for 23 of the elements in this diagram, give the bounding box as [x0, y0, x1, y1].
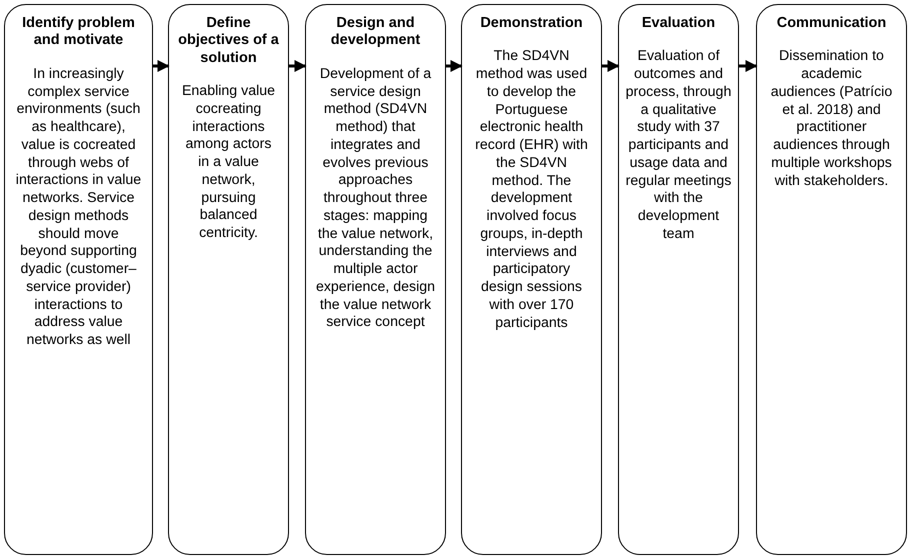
- step-description: Enabling value cocreating interactions among actors in a value network, pursuing balanced centricity.: [181, 83, 276, 243]
- step-heading: Communication: [776, 15, 888, 32]
- step-heading: Evaluation: [640, 15, 716, 32]
- step-description: Development of a service design method (SD4VN method) that integrates and evolves previous approaches throughout three stages: mapping the value network, understanding the multiple actor experience, design the value network service concept: [314, 66, 436, 332]
- process-box: [461, 4, 602, 555]
- process-box: [168, 4, 289, 555]
- process-box: [4, 4, 153, 555]
- arrow: [602, 60, 620, 72]
- step-description: Dissemination to academic audiences (Patrício et al. 2018) and practitioner audiences through multiple workshops with stakeholders.: [770, 48, 892, 190]
- arrow: [739, 60, 758, 72]
- arrow: [289, 60, 306, 72]
- step-heading: Demonstration: [479, 15, 584, 32]
- arrow: [446, 60, 462, 72]
- step-description: In increasingly complex service environments (such as healthcare), value is cocreated through webs of interactions in value networks. Service design methods should move beyond supporting dyadic (customer–service provider) interactions to address value networks as well: [14, 66, 142, 350]
- step-heading: Define objectives of a solution: [177, 15, 280, 68]
- step-description: Evaluation of outcomes and process, through a qualitative study with 37 participants and usage data and regular meetings with the development team: [624, 48, 732, 244]
- process-box: [756, 4, 907, 555]
- process-box: [618, 4, 739, 555]
- step-heading: Identify problem and motivate: [21, 15, 136, 50]
- step-description: The SD4VN method was used to develop the Portuguese electronic health record (EHR) with the SD4VN method. The development involved focus groups, in-depth interviews and participatory design sessions with over 170 participants: [474, 48, 589, 332]
- process-box: [305, 4, 446, 555]
- arrow: [153, 60, 170, 72]
- step-heading: Design and development: [330, 15, 422, 50]
